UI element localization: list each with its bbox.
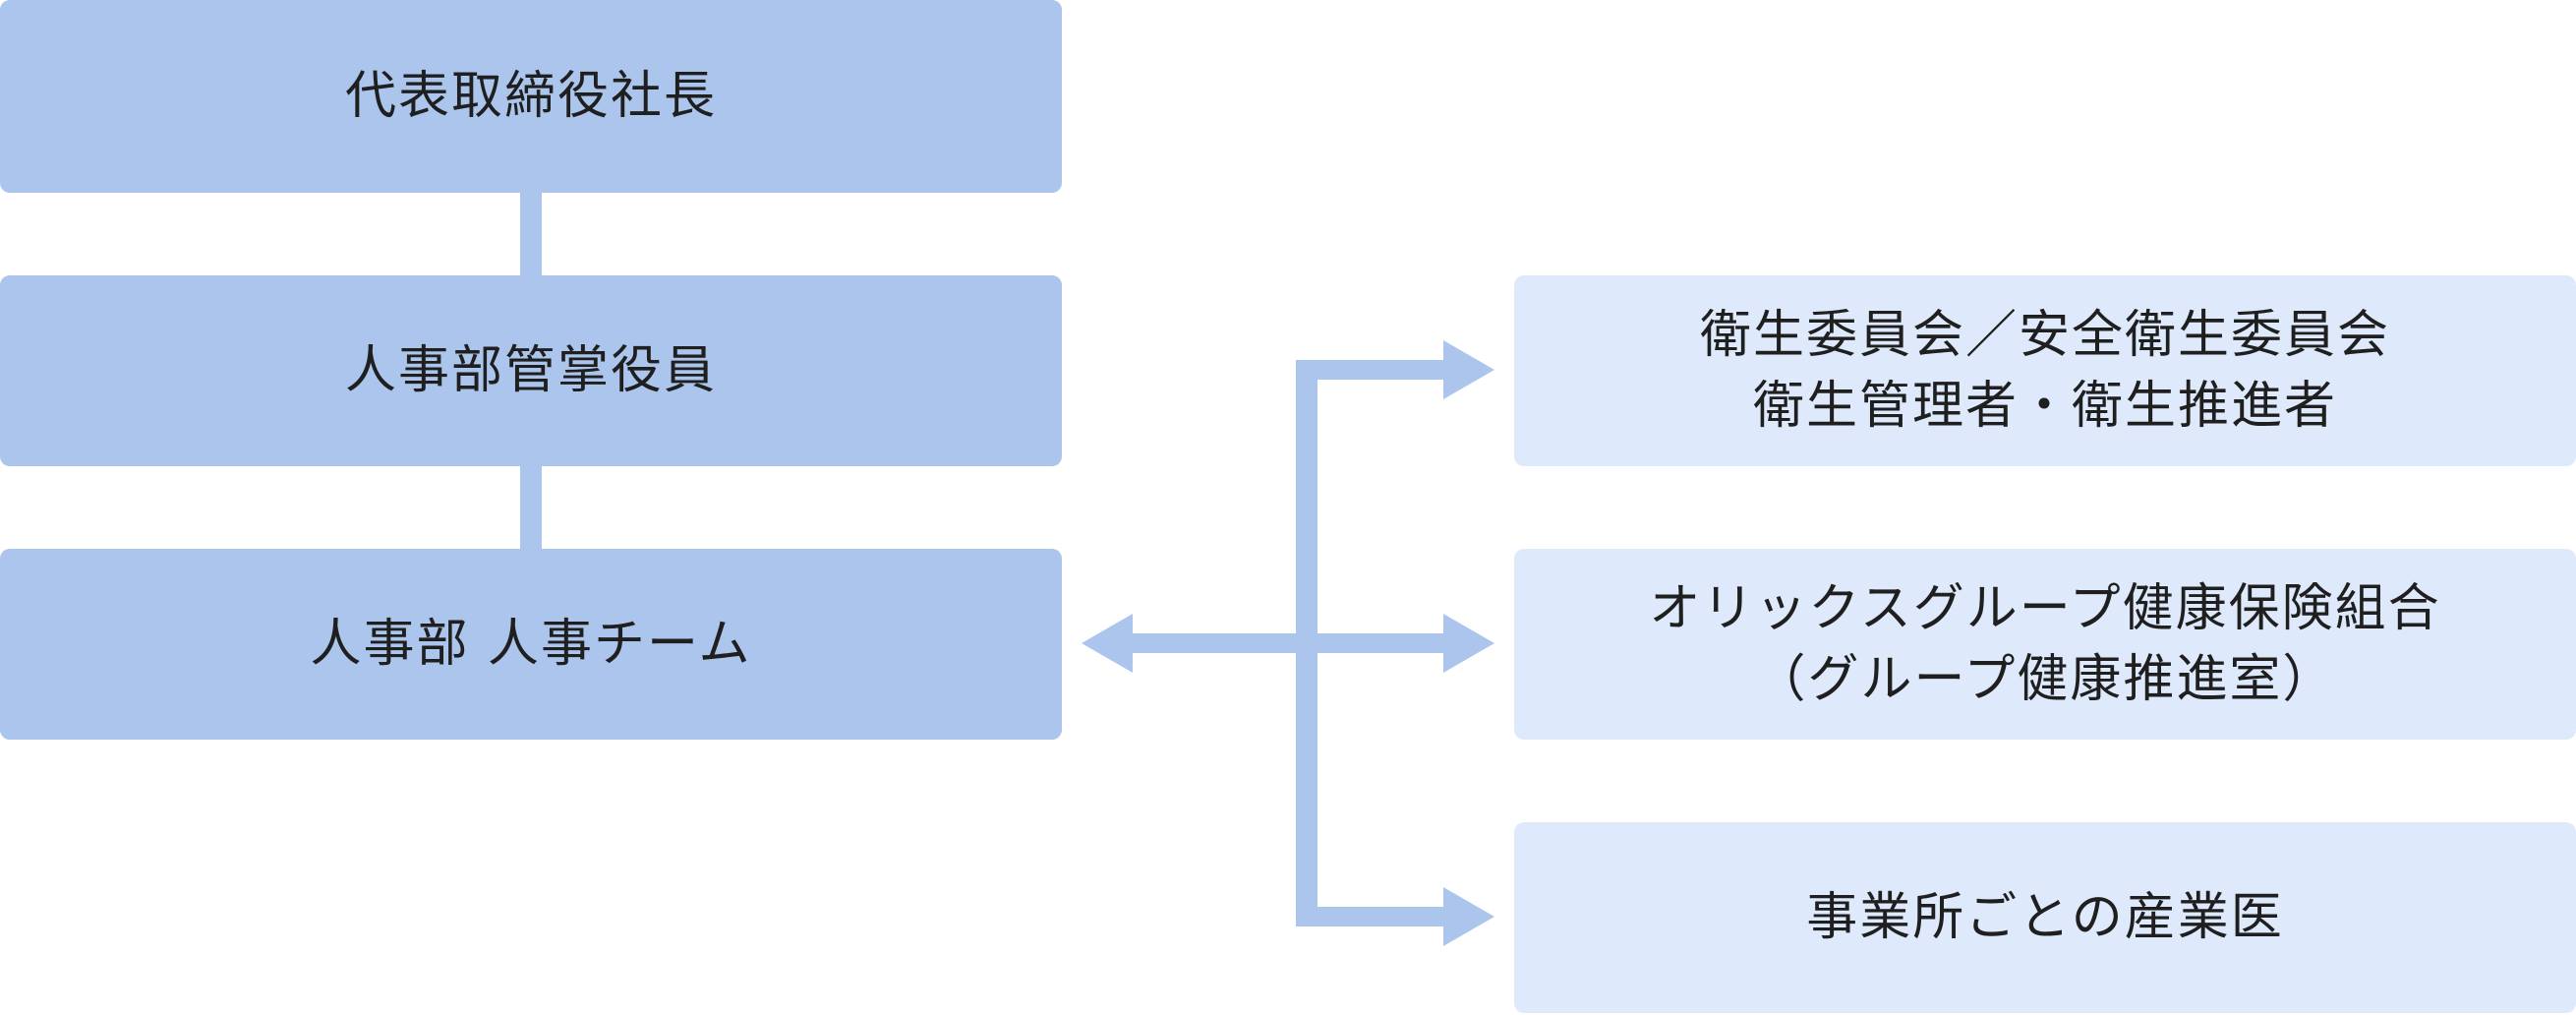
box-hr-team: 人事部 人事チーム (0, 549, 1062, 740)
branch-top-shaft (1296, 360, 1447, 380)
box-ceo: 代表取締役社長 (0, 0, 1062, 193)
branch-top-arrowhead (1443, 340, 1494, 399)
branch-middle-arrowhead (1443, 614, 1494, 673)
box-health-insurance-label: オリックスグループ健康保険組合 （グループ健康推進室） (1649, 573, 2440, 715)
box-hr-officer-label: 人事部管掌役員 (344, 341, 717, 400)
box-health-insurance-line-2: （グループ健康推進室） (1754, 650, 2336, 709)
box-ceo-label: 代表取締役社長 (344, 67, 717, 126)
branch-bottom-shaft (1296, 907, 1447, 926)
box-health-committee: 衛生委員会／安全衛生委員会 衛生管理者・衛生推進者 (1514, 275, 2576, 466)
box-health-committee-line-2: 衛生管理者・衛生推進者 (1752, 377, 2337, 436)
box-hr-officer: 人事部管掌役員 (0, 275, 1062, 466)
link-ceo-to-officer (520, 193, 542, 275)
box-health-committee-line-1: 衛生委員会／安全衛生委員会 (1699, 306, 2390, 365)
box-industrial-physician: 事業所ごとの産業医 (1514, 822, 2576, 1013)
branch-bottom-arrowhead (1443, 887, 1494, 946)
link-officer-to-team (520, 466, 542, 549)
box-hr-team-label: 人事部 人事チーム (310, 615, 752, 674)
box-industrial-physician-label: 事業所ごとの産業医 (1806, 882, 2283, 953)
box-health-committee-label: 衛生委員会／安全衛生委員会 衛生管理者・衛生推進者 (1700, 300, 2390, 442)
box-health-insurance-line-1: オリックスグループ健康保険組合 (1649, 579, 2441, 638)
arrow-main-shaft (1131, 633, 1447, 653)
arrow-left-head (1082, 614, 1133, 673)
box-industrial-physician-line-1: 事業所ごとの産業医 (1806, 888, 2284, 947)
box-health-insurance: オリックスグループ健康保険組合 （グループ健康推進室） (1514, 549, 2576, 740)
branch-trunk (1296, 360, 1317, 926)
